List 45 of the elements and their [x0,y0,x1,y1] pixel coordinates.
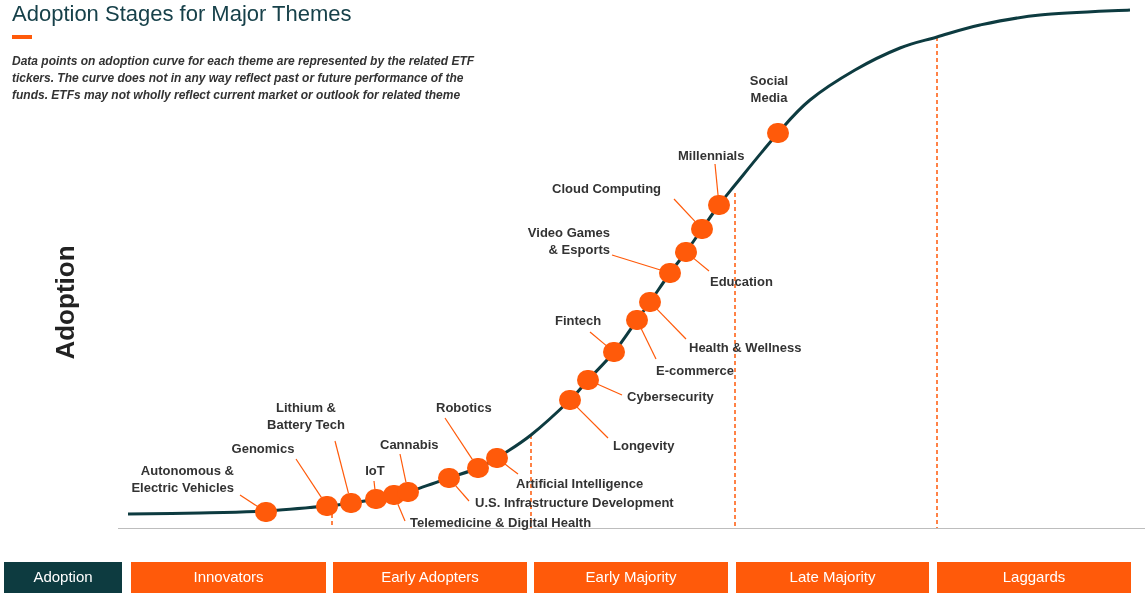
theme-label: Millennials [678,147,758,164]
title: Adoption Stages for Major Themes [12,0,352,28]
leader-line [640,328,657,360]
leader-line [399,453,407,483]
theme-label: Genomics [226,440,300,457]
theme-label: Telemedicine & Digital Health [410,514,610,531]
leader-line [596,383,623,396]
leader-line [444,417,474,461]
theme-label: Lithium & Battery Tech [264,399,348,433]
leader-line [454,484,470,502]
axis-label: Adoption [48,244,81,360]
theme-label: Cybersecurity [627,388,727,405]
theme-label: Fintech [555,312,613,329]
leader-line [673,198,696,223]
theme-label: IoT [361,462,389,479]
leader-line [714,163,719,196]
leader-line [397,503,406,522]
leader-line [589,331,607,347]
disclaimer-note: Data points on adoption curve for each theme are represented by the related ETF tickers. The curve does not in any way reflect past or future performance of the funds. ETFs may not wholly reflect current market or outlook for related theme [12,53,476,104]
stage-band: Innovators [131,562,326,593]
stage-band: Late Majority [736,562,929,593]
leader-line [295,458,323,499]
theme-label: Autonomous & Electric Vehicles [110,462,234,496]
stage-band: Laggards [937,562,1131,593]
theme-label: E-commerce [656,362,748,379]
theme-label: Longevity [613,437,689,454]
leader-line [239,494,259,508]
leader-line [576,406,609,439]
theme-label: Video Games & Esports [518,224,610,258]
theme-label: U.S. Infrastructure Development [475,494,695,511]
theme-label: Robotics [436,399,504,416]
theme-label: Education [710,273,786,290]
theme-label: Health & Wellness [689,339,815,356]
stage-band: Early Majority [534,562,728,593]
theme-label: Artificial Intelligence [516,475,661,492]
stage-band: Adoption [4,562,122,593]
stage-band: Early Adopters [333,562,527,593]
theme-label: Cloud Computing [552,180,676,197]
leader-line [693,257,710,272]
theme-label: Cannabis [380,436,450,453]
leader-line [504,463,519,475]
leader-line [373,480,376,490]
leader-line [656,308,687,340]
theme-label: Social Media [740,72,798,106]
leader-line [334,440,350,494]
